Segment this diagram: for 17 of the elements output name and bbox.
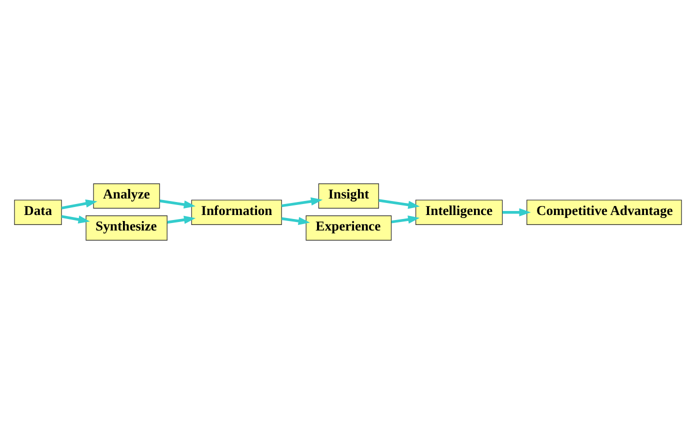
node-box: Analyze [93,183,160,209]
arrow [160,200,196,209]
node-box: Intelligence [415,200,503,225]
node-box: Information [191,200,282,225]
arrow [61,215,90,224]
arrow [502,208,531,216]
node-box: Experience [306,215,392,241]
arrow [167,216,196,224]
arrow [378,199,420,209]
arrow [61,199,98,210]
arrow [281,216,310,226]
node-box: Synthesize [86,215,168,241]
arrow [281,197,323,208]
node-box: Insight [318,183,379,209]
arrow [391,216,420,224]
node-box: Competitive Advantage [526,200,682,225]
node-box: Data [14,200,62,225]
